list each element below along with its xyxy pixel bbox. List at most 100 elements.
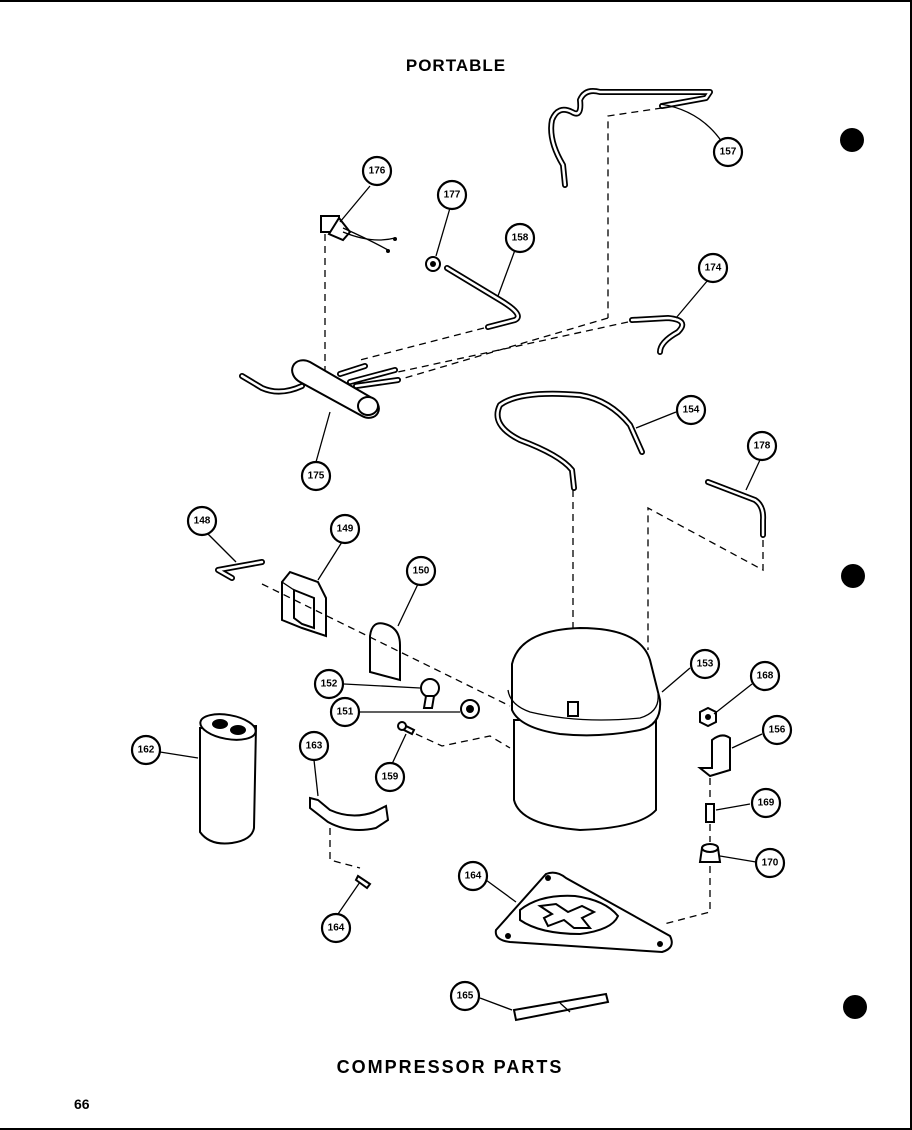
- svg-text:174: 174: [705, 263, 722, 274]
- svg-text:165: 165: [457, 991, 474, 1002]
- part-170-grommet: [698, 843, 722, 863]
- leader-177: [435, 207, 451, 257]
- svg-text:170: 170: [762, 858, 779, 869]
- page-number: 66: [74, 1096, 90, 1112]
- callout-169[interactable]: 169: [750, 787, 782, 819]
- part-162-capacitor: [199, 713, 258, 845]
- dash-line-157: [607, 107, 663, 318]
- leader-164-screw: [337, 881, 361, 915]
- part-175-accumulator: [239, 359, 401, 419]
- callout-150[interactable]: 150: [405, 555, 437, 587]
- callout-178[interactable]: 178: [746, 430, 778, 462]
- part-168-nut: [699, 706, 717, 728]
- callout-162[interactable]: 162: [130, 734, 162, 766]
- callout-176[interactable]: 176: [361, 155, 393, 187]
- svg-text:154: 154: [683, 405, 700, 416]
- binder-hole-middle: [841, 564, 865, 588]
- leader-162: [159, 751, 199, 759]
- dash-line-175-b: [397, 321, 629, 373]
- svg-text:158: 158: [512, 233, 529, 244]
- svg-text:151: 151: [337, 707, 354, 718]
- part-164-screw: [354, 874, 372, 890]
- leader-154: [635, 411, 677, 429]
- part-150-gasket: [369, 622, 401, 682]
- svg-text:176: 176: [369, 166, 386, 177]
- diagram-caption: COMPRESSOR PARTS: [336, 1057, 564, 1077]
- dash-line-175-c: [397, 317, 609, 381]
- callout-164-plate[interactable]: 164: [457, 860, 489, 892]
- dash-line-terminal: [261, 583, 511, 707]
- svg-text:159: 159: [382, 772, 399, 783]
- leader-176: [339, 185, 371, 223]
- svg-text:157: 157: [720, 147, 737, 158]
- callout-164-screw[interactable]: 164: [320, 912, 352, 944]
- leader-164-plate: [485, 879, 517, 903]
- callout-165[interactable]: 165: [449, 980, 481, 1012]
- callout-170[interactable]: 170: [754, 847, 786, 879]
- page-title: PORTABLE: [405, 56, 507, 75]
- svg-text:175: 175: [308, 471, 325, 482]
- part-157-tube: [548, 88, 713, 188]
- svg-text:156: 156: [769, 725, 786, 736]
- callout-174[interactable]: 174: [697, 252, 729, 284]
- part-178-tube: [705, 479, 767, 538]
- leader-168: [713, 683, 753, 715]
- svg-text:164: 164: [465, 871, 482, 882]
- leader-174: [675, 279, 709, 319]
- leader-178: [745, 459, 761, 491]
- svg-text:169: 169: [758, 798, 775, 809]
- binder-hole-bottom: [843, 995, 867, 1019]
- binder-hole-top: [840, 128, 864, 152]
- leader-158: [497, 249, 516, 297]
- callout-157[interactable]: 157: [712, 136, 744, 168]
- part-148-clip: [215, 559, 265, 581]
- leader-163: [313, 759, 319, 797]
- part-156-bracket: [697, 734, 731, 778]
- part-158-tube: [444, 265, 521, 330]
- callout-154[interactable]: 154: [675, 394, 707, 426]
- leader-169: [715, 803, 751, 811]
- leader-150: [397, 583, 419, 627]
- part-151-grommet: [460, 699, 480, 719]
- dash-line-178: [647, 506, 764, 650]
- part-176-connector: [320, 215, 397, 253]
- part-163-bracket: [309, 796, 390, 831]
- svg-text:150: 150: [413, 566, 430, 577]
- part-177-nut: [425, 256, 441, 272]
- callout-153[interactable]: 153: [689, 648, 721, 680]
- leader-175: [315, 411, 331, 463]
- dash-line-159: [415, 733, 511, 749]
- svg-text:168: 168: [757, 671, 774, 682]
- part-174-tube: [629, 315, 686, 355]
- part-169-spacer: [705, 803, 715, 823]
- callout-158[interactable]: 158: [504, 222, 536, 254]
- part-164-base-plate: [494, 871, 673, 954]
- part-153-compressor: [507, 626, 662, 832]
- leader-157: [659, 103, 723, 143]
- callout-168[interactable]: 168: [749, 660, 781, 692]
- leader-159: [391, 733, 407, 765]
- callout-151[interactable]: 151: [329, 696, 361, 728]
- svg-text:152: 152: [321, 679, 338, 690]
- svg-text:148: 148: [194, 516, 211, 527]
- leader-149: [317, 541, 343, 581]
- leader-148: [205, 531, 237, 563]
- part-165-pad: [512, 992, 610, 1022]
- leader-153: [661, 667, 691, 693]
- callout-152[interactable]: 152: [313, 668, 345, 700]
- callout-156[interactable]: 156: [761, 714, 793, 746]
- part-154-tube: [494, 390, 645, 491]
- callout-177[interactable]: 177: [436, 179, 468, 211]
- dash-line-175-a: [359, 327, 485, 361]
- svg-text:153: 153: [697, 659, 714, 670]
- dash-line-170: [663, 866, 711, 925]
- svg-text:162: 162: [138, 745, 155, 756]
- callout-149[interactable]: 149: [329, 513, 361, 545]
- callout-148[interactable]: 148: [186, 505, 218, 537]
- callout-175[interactable]: 175: [300, 460, 332, 492]
- callout-159[interactable]: 159: [374, 761, 406, 793]
- svg-text:149: 149: [337, 524, 354, 535]
- callout-163[interactable]: 163: [298, 730, 330, 762]
